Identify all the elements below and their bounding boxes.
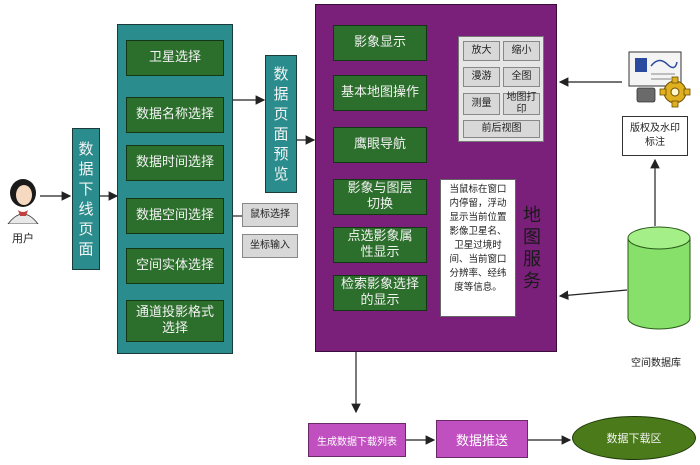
map-tools-grid: 放大 缩小 漫游 全图 测量 地图打印 前后视图 — [458, 36, 544, 142]
eagle-eye-navigation[interactable]: 鹰眼导航 — [333, 127, 427, 163]
database-icon — [627, 226, 691, 330]
download-zone[interactable]: 数据下载区 — [572, 416, 696, 460]
zoom-out-tool[interactable]: 缩小 — [503, 41, 540, 61]
data-space-select[interactable]: 数据空间选择 — [126, 198, 224, 234]
spatial-entity-select[interactable]: 空间实体选择 — [126, 248, 224, 284]
image-layer-switch[interactable]: 影象与图层切换 — [333, 179, 427, 215]
zoom-in-tool[interactable]: 放大 — [463, 41, 500, 61]
download-page-label: 数据下线页面 — [78, 140, 94, 258]
watermark-node — [627, 50, 693, 108]
certificate-gear-icon — [628, 51, 691, 108]
search-image-display[interactable]: 检索影象选择的显示 — [333, 275, 427, 311]
data-push[interactable]: 数据推送 — [436, 420, 528, 458]
database-label: 空间数据库 — [631, 358, 681, 369]
user-label: 用户 — [12, 232, 34, 245]
point-select-attribute[interactable]: 点选影象属性显示 — [333, 227, 427, 263]
preview-box: 数据页面预览 — [265, 55, 297, 193]
hover-info-note: 当鼠标在窗口内停留，浮动显示当前位置影像卫星名、卫星过境时间、当前窗口分辨率、经… — [440, 179, 516, 317]
selection-panel: 卫星选择 数据名称选择 数据时间选择 数据空间选择 空间实体选择 通道投影格式选… — [117, 24, 233, 354]
image-display[interactable]: 影象显示 — [333, 25, 427, 61]
basic-map-operations[interactable]: 基本地图操作 — [333, 75, 427, 111]
satellite-select[interactable]: 卫星选择 — [126, 40, 224, 76]
map-service-panel: 影象显示 基本地图操作 鹰眼导航 影象与图层切换 点选影象属性显示 检索影象选择… — [315, 4, 557, 352]
watermark-label: 版权及水印标注 — [622, 116, 688, 156]
map-print-tool[interactable]: 地图打印 — [503, 92, 540, 115]
data-time-select[interactable]: 数据时间选择 — [126, 145, 224, 181]
data-name-select[interactable]: 数据名称选择 — [126, 97, 224, 133]
arrow-database-to-map — [558, 289, 628, 301]
user-node: 用户 — [4, 176, 42, 246]
preview-label: 数据页面预览 — [273, 65, 289, 183]
map-service-label: 地图服务 — [523, 205, 541, 292]
user-icon — [7, 179, 39, 225]
full-map-tool[interactable]: 全图 — [503, 67, 540, 87]
prev-next-view-tool[interactable]: 前后视图 — [463, 120, 540, 138]
download-page-box: 数据下线页面 — [72, 128, 100, 270]
spatial-database — [626, 226, 692, 332]
mouse-select-option[interactable]: 鼠标选择 — [242, 203, 298, 227]
measure-tool[interactable]: 测量 — [463, 93, 500, 115]
generate-download-list[interactable]: 生成数据下载列表 — [308, 423, 406, 457]
coordinate-input-option[interactable]: 坐标输入 — [242, 234, 298, 258]
pan-tool[interactable]: 漫游 — [463, 67, 500, 87]
channel-projection-select[interactable]: 通道投影格式选择 — [126, 300, 224, 342]
